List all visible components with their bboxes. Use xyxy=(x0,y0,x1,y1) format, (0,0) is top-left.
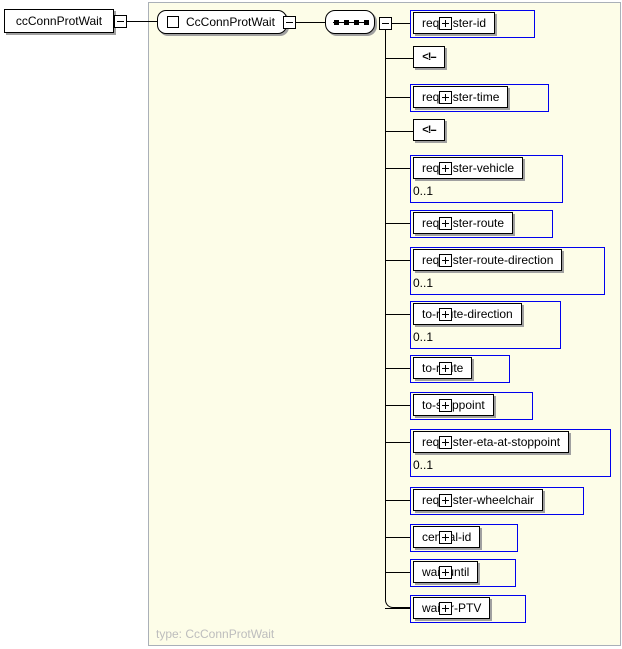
element-occurrence-frame xyxy=(410,595,526,623)
expand-icon[interactable] xyxy=(439,162,452,175)
comment-label: <!-- xyxy=(422,124,436,136)
element-occurrence-frame xyxy=(410,84,549,112)
type-footer-label: type: CcConnProtWait xyxy=(156,627,275,641)
element-label: requester-id xyxy=(422,16,487,30)
element-occurrence-frame xyxy=(410,487,584,515)
type-collapse-toggle-icon[interactable] xyxy=(283,16,296,29)
element-box[interactable]: requester-time xyxy=(413,86,509,108)
connector-line xyxy=(385,608,410,609)
expand-icon[interactable] xyxy=(439,602,452,615)
occurrence-label: 0..1 xyxy=(413,276,434,290)
root-collapse-toggle-icon[interactable] xyxy=(114,15,127,28)
connector-line xyxy=(385,405,410,406)
element-occurrence-frame xyxy=(410,247,605,295)
connector-line xyxy=(385,537,410,538)
connector-line xyxy=(385,97,410,98)
sequence-dot xyxy=(364,20,369,25)
sequence-icon[interactable] xyxy=(325,10,375,34)
root-element-label: ccConnProtWait xyxy=(15,14,103,28)
sequence-dot xyxy=(334,20,339,25)
expand-icon[interactable] xyxy=(439,531,452,544)
connector-line xyxy=(385,260,410,261)
comment-box[interactable]: <!-- xyxy=(413,119,445,141)
element-box[interactable]: requester-route-direction xyxy=(413,249,563,271)
element-occurrence-frame xyxy=(410,524,518,552)
connector-line xyxy=(385,223,410,224)
complex-type-label: CcConnProtWait xyxy=(186,15,275,29)
element-occurrence-frame xyxy=(410,355,510,383)
sequence-dot xyxy=(344,20,349,25)
comment-label: <!-- xyxy=(422,51,436,63)
occurrence-label: 0..1 xyxy=(413,330,434,344)
element-label: requester-time xyxy=(422,90,500,104)
trunk-curve-line xyxy=(385,600,410,608)
occurrence-label: 0..1 xyxy=(413,458,434,472)
element-label: requester-route-direction xyxy=(422,253,554,267)
occurrence-label: 0..1 xyxy=(413,184,434,198)
expand-icon[interactable] xyxy=(439,91,452,104)
expand-icon[interactable] xyxy=(439,566,452,579)
connector-line xyxy=(385,58,413,59)
connector-line xyxy=(392,23,410,24)
sequence-dot xyxy=(354,20,359,25)
comment-box[interactable]: <!-- xyxy=(413,46,445,68)
element-box[interactable]: requester-eta-at-stoppoint xyxy=(413,431,570,453)
element-occurrence-frame xyxy=(410,10,535,38)
root-element-box[interactable]: ccConnProtWait xyxy=(4,9,114,33)
sequence-collapse-toggle-icon[interactable] xyxy=(379,17,392,30)
element-label: requester-vehicle xyxy=(422,161,515,175)
element-label: requester-eta-at-stoppoint xyxy=(422,435,561,449)
element-occurrence-frame xyxy=(410,429,611,477)
connector-line xyxy=(385,442,410,443)
connector-line xyxy=(385,572,410,573)
connector-line xyxy=(385,500,410,501)
element-box[interactable]: to-stoppoint xyxy=(413,394,494,416)
expand-icon[interactable] xyxy=(439,254,452,267)
element-box[interactable]: requester-id xyxy=(413,12,496,34)
connector-line xyxy=(296,22,325,23)
sequence-line xyxy=(333,22,367,23)
element-occurrence-frame xyxy=(410,301,561,349)
element-occurrence-frame xyxy=(410,559,516,587)
element-box[interactable]: requester-route xyxy=(413,212,514,234)
expand-icon[interactable] xyxy=(439,399,452,412)
element-occurrence-frame xyxy=(410,392,533,420)
element-box[interactable]: to-route-direction xyxy=(413,303,522,325)
connector-line xyxy=(127,21,158,22)
expand-icon[interactable] xyxy=(439,17,452,30)
element-occurrence-frame xyxy=(410,155,563,203)
element-box[interactable]: requester-vehicle xyxy=(413,157,524,179)
expand-icon[interactable] xyxy=(439,308,452,321)
expand-icon[interactable] xyxy=(439,436,452,449)
connector-line xyxy=(385,131,413,132)
element-square-icon xyxy=(167,16,179,28)
element-label: requester-route xyxy=(422,216,505,230)
element-box[interactable]: requester-wheelchair xyxy=(413,489,544,511)
expand-icon[interactable] xyxy=(439,362,452,375)
trunk-line xyxy=(385,30,386,600)
connector-line xyxy=(385,168,410,169)
connector-line xyxy=(385,368,410,369)
content-model-panel xyxy=(148,2,621,646)
expand-icon[interactable] xyxy=(439,494,452,507)
complex-type-box[interactable]: CcConnProtWait xyxy=(157,10,287,34)
expand-icon[interactable] xyxy=(439,217,452,230)
element-label: to-route-direction xyxy=(422,307,513,321)
connector-line xyxy=(385,314,410,315)
element-occurrence-frame xyxy=(410,210,553,238)
element-label: to-stoppoint xyxy=(422,398,485,412)
